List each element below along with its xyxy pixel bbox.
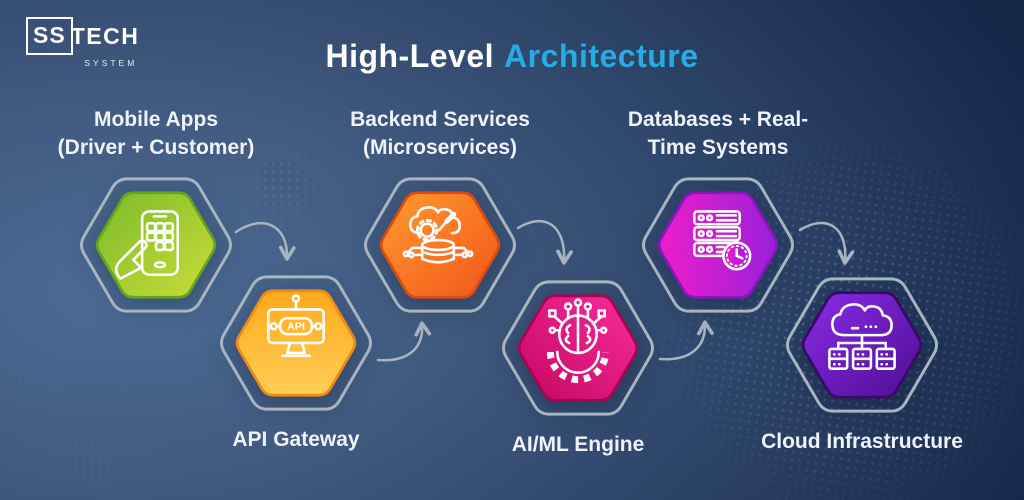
hexagon-fill [379,191,501,299]
hexagon-outline [220,275,372,411]
node-label: Backend Services (Microservices) [350,107,530,159]
cloud-servers-icon [828,303,896,370]
connector-arrow-2 [376,321,432,362]
cloud-database-tools-icon [402,206,474,264]
hexagon [642,177,794,313]
node-ai-ml-engine: AI/ML Engine [499,277,657,456]
node-mobile-apps: Mobile Apps (Driver + Customer) [58,108,254,316]
node-label: AI/ML Engine [511,433,645,456]
node-backend-services: Backend Services (Microservices) [350,108,530,316]
server-clock-icon [693,210,752,271]
connector-arrow-3 [516,219,573,265]
hexagon [364,177,516,313]
hexagon-outline [80,177,232,313]
phone-tap-icon [114,210,180,280]
node-label: Databases + Real- Time Systems [627,107,809,159]
node-api-gateway: API Gateway API [217,272,375,451]
logo-tech-text: TECH [70,22,140,49]
sstech-logo: SS TECH SYSTEM [26,17,139,68]
node-databases-realtime: Databases + Real- Time Systems [628,108,808,316]
hexagon [502,280,654,416]
hexagon [80,177,232,313]
node-label: Cloud Infrastructure [761,430,963,453]
hexagon-outline [502,280,654,416]
hexagon-outline [786,277,938,413]
logo-ss-mark: SS [26,17,73,55]
connector-arrow-4 [658,320,714,361]
hexagon [786,277,938,413]
api-monitor-icon: API [267,294,325,358]
node-label: Mobile Apps (Driver + Customer) [57,107,255,159]
logo-system-text: SYSTEM [84,58,138,68]
node-label: API Gateway [232,428,360,451]
halftone-dots-pattern [0,300,80,470]
connector-arrow-5 [798,221,855,265]
title-prefix: High-Level [325,38,495,74]
brain-gear-icon [546,298,610,384]
hexagon-outline [642,177,794,313]
hexagon: API [220,275,372,411]
node-cloud-infrastructure: Cloud Infrastructure [761,274,963,453]
hexagon-fill [657,191,779,299]
hexagon-outline [364,177,516,313]
svg-text:API: API [287,321,305,333]
title-highlight: Architecture [504,38,699,74]
connector-arrow-1 [234,222,296,261]
